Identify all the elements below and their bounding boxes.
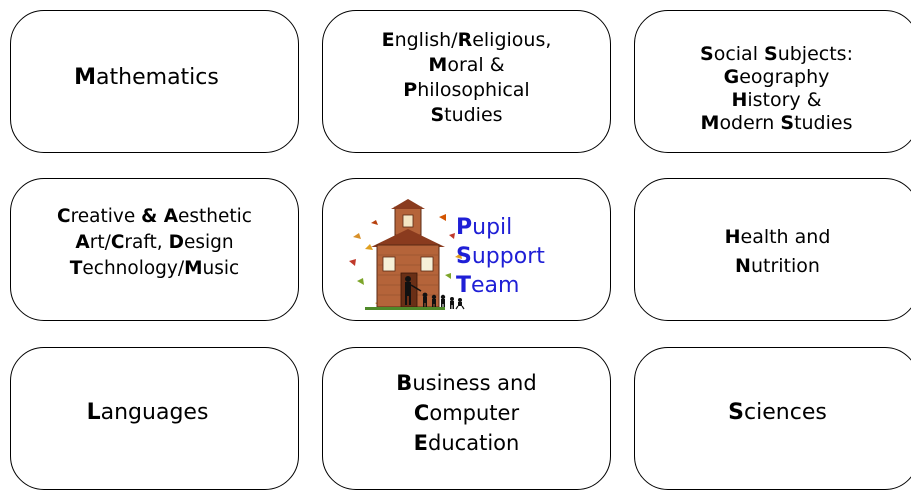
subject-box-health-nutrition: Health and Nutrition bbox=[634, 178, 911, 321]
center-box-pupil-support-team: Pupil Support Team bbox=[322, 178, 611, 321]
schoolhouse-with-children-icon bbox=[349, 199, 465, 310]
subject-label: Health and Nutrition bbox=[724, 226, 831, 277]
subject-box-social-subjects: Social Subjects: Geography History & Mod… bbox=[634, 10, 911, 153]
subject-label: Languages bbox=[86, 400, 209, 425]
subject-label: Mathematics bbox=[74, 65, 219, 90]
subject-label: Creative & Aesthetic Art/Craft, Design T… bbox=[57, 205, 252, 279]
subject-label: Business and Computer Education bbox=[396, 370, 537, 455]
subject-box-english-religious-moral-philosophical: English/Religious, Moral & Philosophical… bbox=[322, 10, 611, 153]
subject-box-languages: Languages bbox=[10, 347, 299, 490]
pupil-support-team-label: Pupil Support Team bbox=[456, 215, 545, 298]
subject-box-creative-aesthetic: Creative & Aesthetic Art/Craft, Design T… bbox=[10, 178, 299, 321]
subject-box-business-computer-education: Business and Computer Education bbox=[322, 347, 611, 490]
subject-label: Sciences bbox=[728, 400, 827, 425]
subject-box-mathematics: Mathematics bbox=[10, 10, 299, 153]
subject-label: English/Religious, Moral & Philosophical… bbox=[381, 28, 552, 126]
subject-box-sciences: Sciences bbox=[634, 347, 911, 490]
subject-label: Social Subjects: Geography History & Mod… bbox=[700, 42, 853, 134]
children-icon bbox=[422, 292, 465, 310]
